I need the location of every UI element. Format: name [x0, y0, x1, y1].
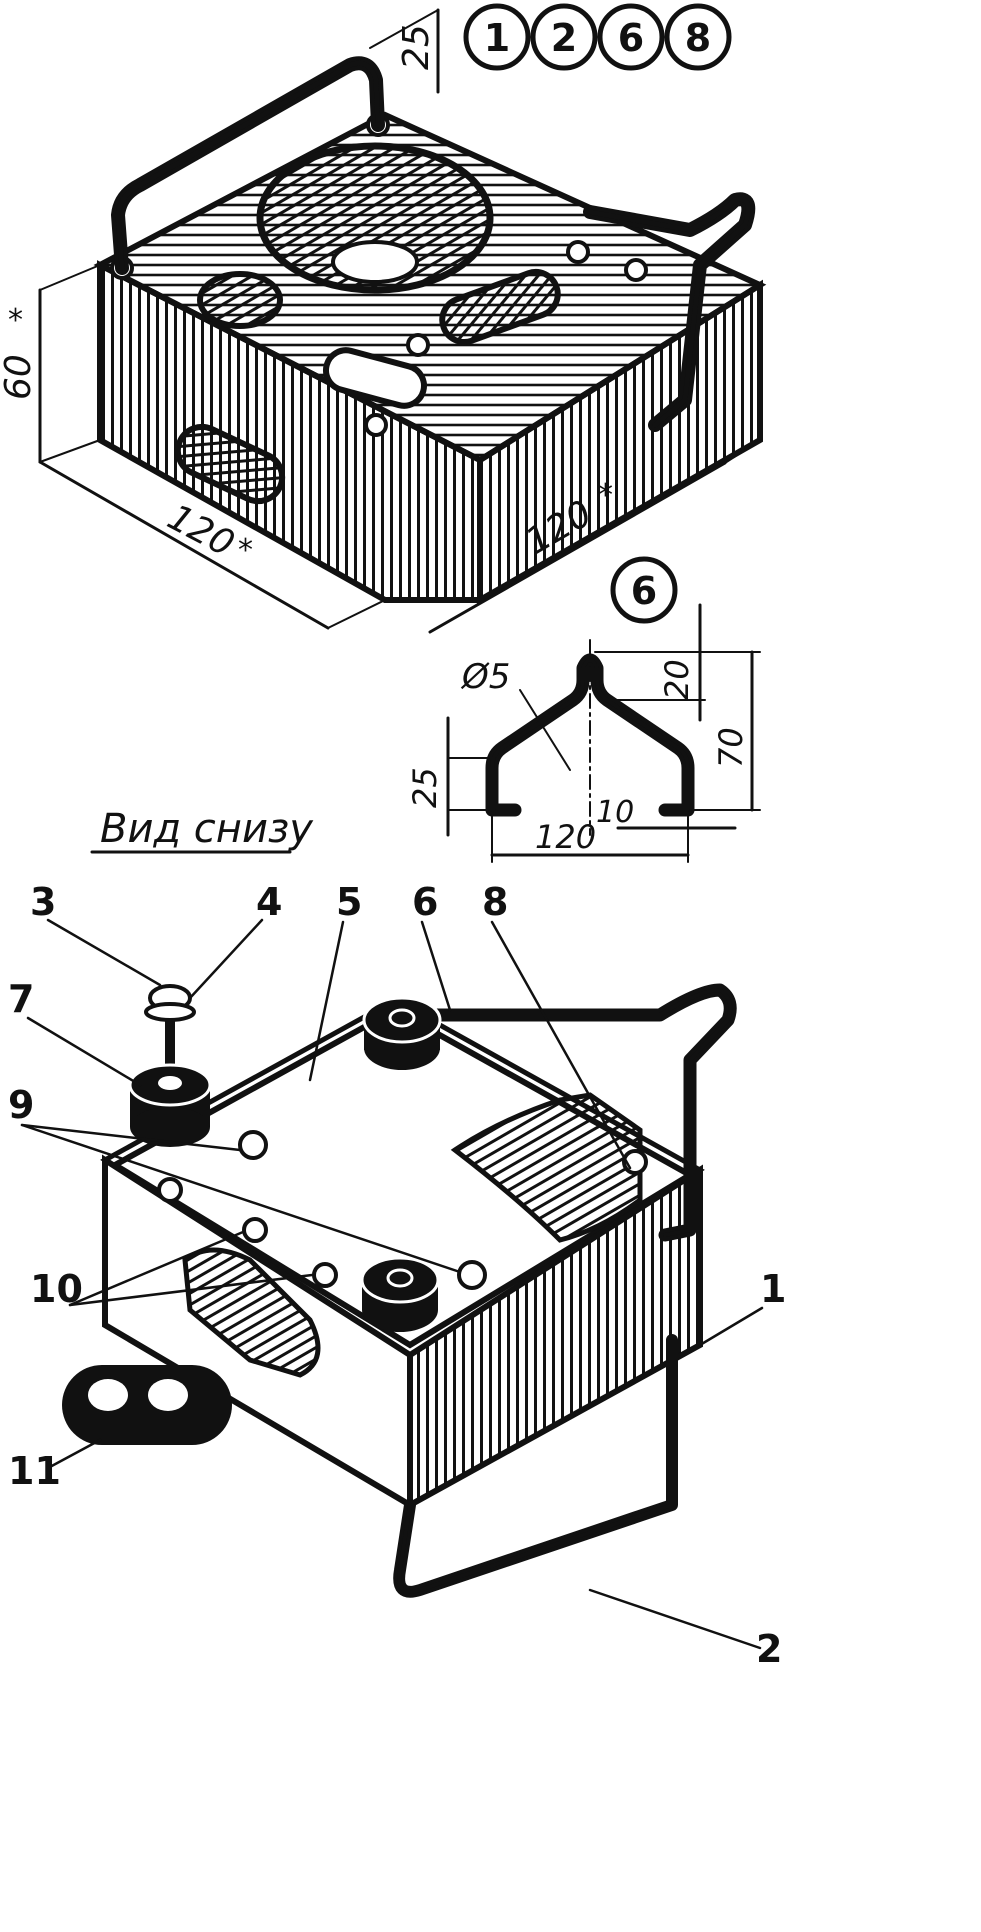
- top-isometric-view: [93, 56, 767, 606]
- badge-label: 1: [484, 16, 510, 60]
- callout-4: 4: [256, 880, 282, 924]
- side-opening: [182, 1247, 321, 1378]
- front-left-face: [97, 260, 483, 603]
- badge-label: 6: [618, 16, 644, 60]
- callout-11: 11: [8, 1449, 61, 1493]
- callout-7: 7: [8, 977, 34, 1021]
- screw: [238, 1130, 268, 1160]
- exploded-foot-assembly: [128, 984, 212, 1147]
- dim-height-side: 60: [0, 354, 39, 400]
- grommet-body: [62, 1365, 232, 1445]
- part-badges: 1 2 6 8: [463, 3, 732, 71]
- bottom-isometric-view: [62, 983, 737, 1598]
- callout-1: 1: [760, 1267, 786, 1311]
- screw: [406, 333, 430, 357]
- speaker-opening: [256, 142, 494, 294]
- detail-badge-circle: [610, 556, 678, 624]
- badge-circle: [597, 3, 665, 71]
- badge-circle: [530, 3, 598, 71]
- detail-dim-120: 120: [535, 818, 596, 856]
- detail-dim-10: 10: [596, 795, 634, 830]
- badge-circle: [664, 3, 732, 71]
- badge-label: 2: [551, 16, 577, 60]
- detail-dim-25: 25: [406, 767, 444, 808]
- foot-top: [362, 996, 442, 1044]
- washer: [144, 1002, 196, 1022]
- dim-height-top: 25: [396, 24, 437, 70]
- speaker-cone: [331, 240, 419, 284]
- top-view-dimensions: [38, 8, 761, 634]
- callout-3: 3: [30, 880, 56, 924]
- screw: [457, 1260, 487, 1290]
- screw: [364, 413, 388, 437]
- grommet: [62, 1365, 232, 1445]
- callout-leaders: [20, 918, 764, 1650]
- callout-6: 6: [412, 880, 438, 924]
- dim-width-right-mark: *: [598, 478, 613, 513]
- slot-centre: [323, 347, 427, 409]
- detail-dim-20: 20: [658, 659, 696, 700]
- badge-circle: [463, 3, 531, 71]
- callout-2: 2: [756, 1627, 782, 1671]
- slot-top-right: [439, 269, 561, 345]
- screw: [242, 1217, 268, 1243]
- screw: [157, 1177, 183, 1203]
- dim-width-left-mark: *: [238, 533, 253, 568]
- detail-badge-label: 6: [631, 569, 657, 613]
- callout-10: 10: [30, 1267, 83, 1311]
- callout-labels: 3 4 5 6 8 7 9 10 1 11 2: [8, 880, 786, 1671]
- detail-dim-70: 70: [712, 727, 750, 768]
- screw: [566, 240, 590, 264]
- screw: [312, 1262, 338, 1288]
- detail-diameter: Ø5: [460, 657, 510, 697]
- side-slot: [174, 423, 286, 505]
- speaker-cutout: [450, 1092, 643, 1243]
- screw: [624, 258, 648, 282]
- bottom-view-title: Вид снизу: [100, 806, 314, 852]
- dim-height-side-mark: *: [8, 303, 23, 338]
- round-hole: [197, 271, 283, 329]
- callout-8: 8: [482, 880, 508, 924]
- callout-9: 9: [8, 1083, 34, 1127]
- callout-5: 5: [336, 880, 362, 924]
- bottom-screws: [157, 1130, 648, 1290]
- badge-label: 8: [685, 16, 711, 60]
- detail-wire-stand: 6: [446, 556, 761, 863]
- rubber-feet: [360, 996, 442, 1332]
